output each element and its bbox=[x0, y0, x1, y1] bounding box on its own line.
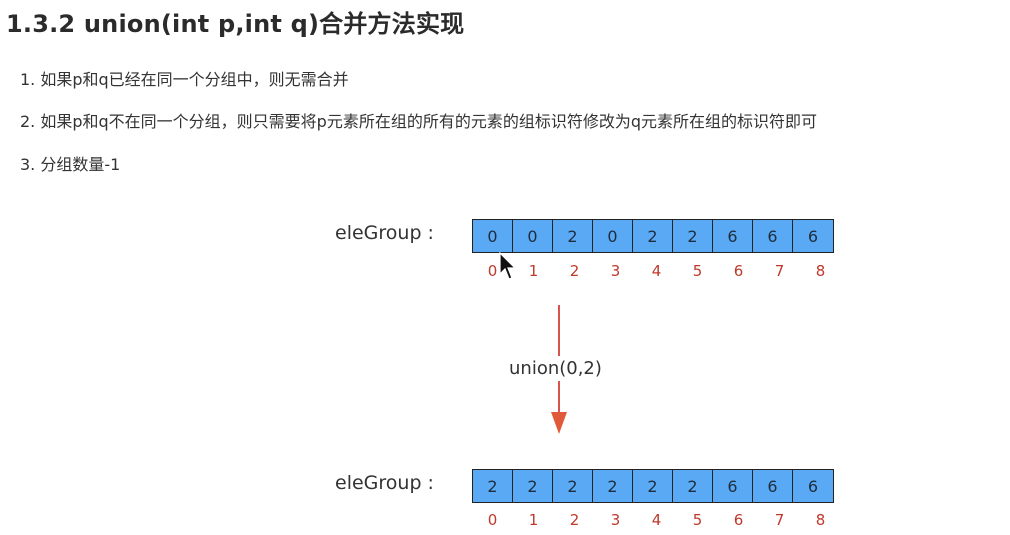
after-cell: 2 bbox=[473, 470, 513, 502]
after-index: 5 bbox=[692, 511, 703, 529]
after-cell: 2 bbox=[553, 470, 593, 502]
after-index-row: 0 1 2 3 4 5 6 7 8 bbox=[472, 511, 841, 529]
step-item-1: 1. 如果p和q已经在同一个分组中，则无需合并 bbox=[20, 70, 349, 89]
after-index: 6 bbox=[733, 511, 744, 529]
before-index: 6 bbox=[733, 262, 744, 280]
before-cell: 2 bbox=[633, 220, 673, 252]
before-cell: 6 bbox=[713, 220, 753, 252]
before-array: 0 0 2 0 2 2 6 6 6 bbox=[472, 219, 834, 253]
after-index: 7 bbox=[774, 511, 785, 529]
after-cell: 6 bbox=[793, 470, 833, 502]
after-array: 2 2 2 2 2 2 6 6 6 bbox=[472, 469, 834, 503]
before-cell: 6 bbox=[753, 220, 793, 252]
after-cell: 6 bbox=[713, 470, 753, 502]
before-index: 7 bbox=[774, 262, 785, 280]
before-cell: 6 bbox=[793, 220, 833, 252]
after-index: 4 bbox=[651, 511, 662, 529]
before-cell: 2 bbox=[553, 220, 593, 252]
after-array-label: eleGroup : bbox=[335, 472, 434, 494]
after-index: 3 bbox=[610, 511, 621, 529]
before-cell: 0 bbox=[473, 220, 513, 252]
page-title: 1.3.2 union(int p,int q)合并方法实现 bbox=[6, 10, 465, 38]
step-item-3: 3. 分组数量-1 bbox=[20, 155, 121, 174]
after-cell: 2 bbox=[673, 470, 713, 502]
after-cell: 2 bbox=[593, 470, 633, 502]
before-index: 5 bbox=[692, 262, 703, 280]
step-item-2: 2. 如果p和q不在同一个分组，则只需要将p元素所在组的所有的元素的组标识符修改… bbox=[20, 112, 817, 131]
before-index: 2 bbox=[569, 262, 580, 280]
after-cell: 2 bbox=[513, 470, 553, 502]
before-index-row: 0 1 2 3 4 5 6 7 8 bbox=[472, 262, 841, 280]
before-index: 3 bbox=[610, 262, 621, 280]
after-index: 1 bbox=[528, 511, 539, 529]
before-index: 8 bbox=[815, 262, 826, 280]
mouse-pointer-icon bbox=[499, 252, 517, 280]
arrow-down-icon bbox=[551, 412, 567, 434]
before-index: 0 bbox=[487, 262, 498, 280]
before-cell: 2 bbox=[673, 220, 713, 252]
before-cell: 0 bbox=[513, 220, 553, 252]
before-array-label: eleGroup : bbox=[335, 222, 434, 244]
before-index: 4 bbox=[651, 262, 662, 280]
after-cell: 6 bbox=[753, 470, 793, 502]
operation-label: union(0,2) bbox=[509, 356, 602, 381]
after-index: 2 bbox=[569, 511, 580, 529]
before-index: 1 bbox=[528, 262, 539, 280]
after-index: 8 bbox=[815, 511, 826, 529]
after-index: 0 bbox=[487, 511, 498, 529]
before-cell: 0 bbox=[593, 220, 633, 252]
after-cell: 2 bbox=[633, 470, 673, 502]
